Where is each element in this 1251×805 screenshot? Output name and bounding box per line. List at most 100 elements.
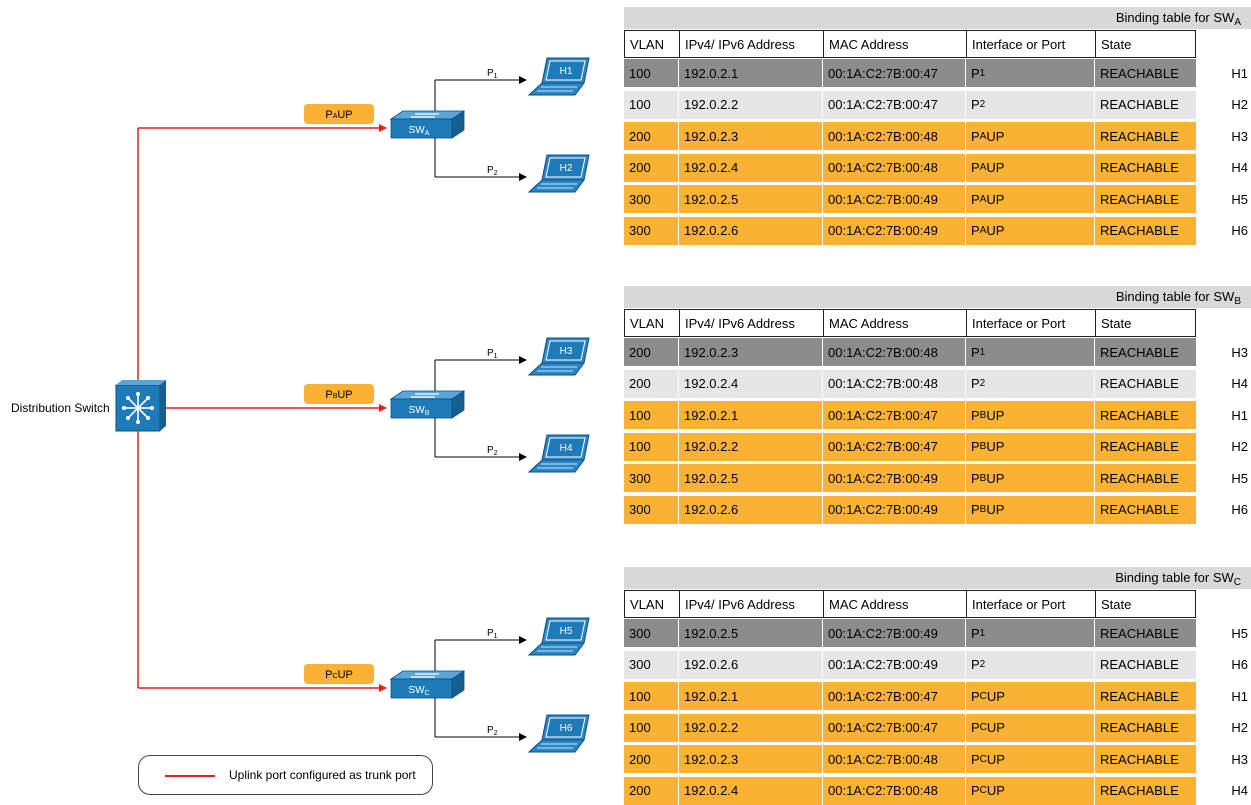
state-cell: REACHABLE [1100,97,1179,112]
vlan-cell: 200 [624,153,679,182]
state-cell: REACHABLE [1100,657,1179,672]
vlan-cell: 200 [624,122,679,150]
vlan-cell: 100 [624,432,679,461]
switch-name: SWA [409,125,430,137]
laptop-icon: H4 [527,434,590,473]
column-header: MAC Address [824,31,967,57]
column-header: State [1101,315,1132,331]
port-label: P1 [487,68,498,80]
ip-cell: 192.0.2.6 [679,650,823,679]
laptop-icon: H1 [527,57,590,96]
laptop-icon: H5 [527,617,590,656]
host-label: H1 [1231,407,1248,423]
laptop-host-label: H4 [560,443,573,454]
vlan-cell: 200 [624,369,679,398]
access-switch-icon: SWB [389,390,466,419]
table-title: Binding table for SWC [624,567,1251,589]
host-label: H6 [1231,223,1248,238]
column-header: IPv4/ IPv6 Address [680,31,824,57]
uplink-port-badge: PAUP [304,104,374,124]
switch-name: SWC [408,685,429,697]
column-header: IPv4/ IPv6 Address [680,310,824,336]
ip-cell: 192.0.2.5 [679,619,823,647]
ip-cell: 192.0.2.3 [679,122,823,150]
vlan-cell: 200 [624,338,679,366]
laptop-icon: H3 [527,337,590,376]
column-header: Interface or Port [967,31,1096,57]
ip-cell: 192.0.2.2 [679,432,823,461]
ip-cell: 192.0.2.3 [679,338,823,366]
svg-text:PAUP: PAUP [325,109,352,121]
ip-cell: 192.0.2.3 [679,745,823,773]
vlan-cell: 300 [624,464,679,492]
ip-cell: 192.0.2.1 [679,59,823,87]
state-cell: REACHABLE [1100,783,1179,798]
ip-cell: 192.0.2.4 [679,153,823,182]
mac-cell: 00:1A:C2:7B:00:47 [823,90,966,119]
legend-label: Uplink port configured as trunk port [229,768,416,782]
host-label: H5 [1231,191,1248,207]
mac-cell: 00:1A:C2:7B:00:49 [823,495,966,524]
ip-cell: 192.0.2.1 [679,401,823,429]
mac-cell: 00:1A:C2:7B:00:48 [823,745,966,773]
host-label: H6 [1231,657,1248,672]
ip-cell: 192.0.2.1 [679,682,823,710]
access-switch-icon: SWA [389,110,466,139]
distribution-switch-icon [115,380,166,432]
port-label: P1 [487,628,498,640]
laptop-host-label: H3 [560,346,573,357]
laptop-host-label: H5 [560,626,573,637]
uplink-port-badge: PBUP [304,384,374,404]
mac-cell: 00:1A:C2:7B:00:49 [823,650,966,679]
host-label: H4 [1231,376,1248,391]
vlan-cell: 200 [624,745,679,773]
state-cell: REACHABLE [1100,344,1179,360]
vlan-cell: 200 [624,776,679,805]
host-label: H2 [1231,720,1248,735]
state-cell: REACHABLE [1100,470,1179,486]
vlan-cell: 100 [624,90,679,119]
vlan-cell: 100 [624,713,679,742]
laptop-host-label: H6 [560,723,573,734]
column-header: VLAN [625,591,680,617]
column-header: MAC Address [824,591,967,617]
state-cell: REACHABLE [1100,439,1179,454]
host-label: H5 [1231,470,1248,486]
ip-cell: 192.0.2.6 [679,216,823,245]
state-cell: REACHABLE [1100,128,1179,144]
legend: Uplink port configured as trunk port [138,755,433,795]
distribution-switch-label: Distribution Switch [11,401,110,415]
uplink-port-badge: PCUP [304,664,374,684]
ip-cell: 192.0.2.4 [679,776,823,805]
column-header: Interface or Port [967,591,1096,617]
host-label: H2 [1231,439,1248,454]
host-label: H3 [1231,751,1248,767]
port-label: P1 [487,348,498,360]
ip-cell: 192.0.2.5 [679,464,823,492]
state-cell: REACHABLE [1100,65,1179,81]
mac-cell: 00:1A:C2:7B:00:48 [823,122,966,150]
vlan-cell: 300 [624,619,679,647]
